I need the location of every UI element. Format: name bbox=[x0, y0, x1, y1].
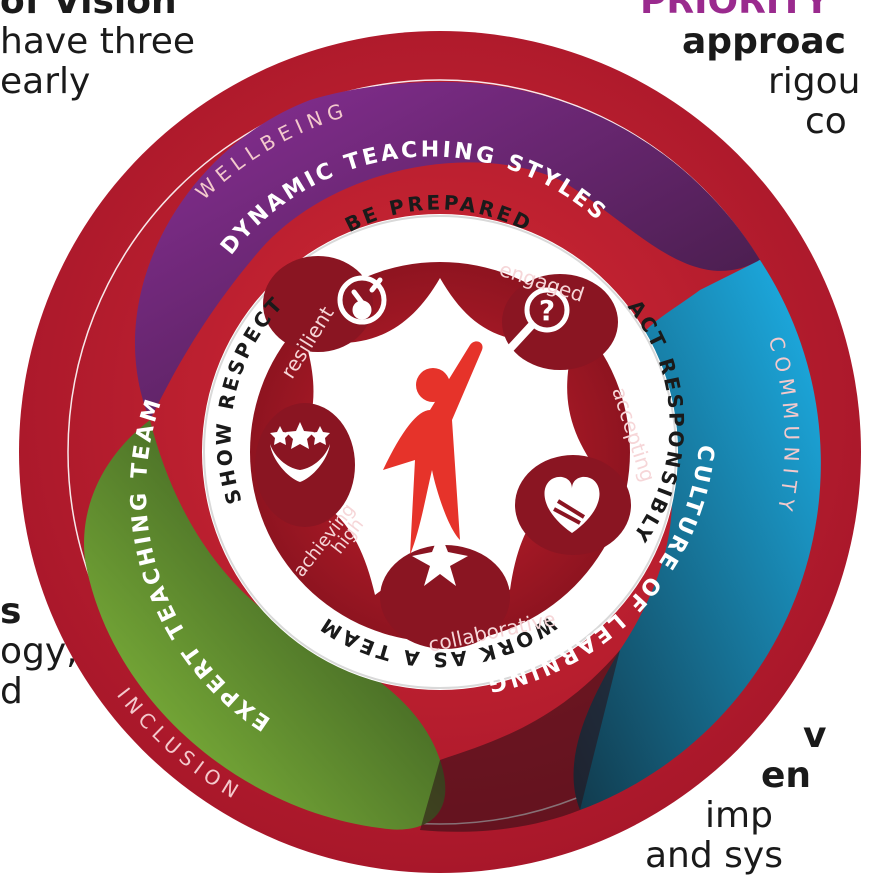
band-shadow bbox=[420, 650, 620, 832]
bg-line: en bbox=[761, 755, 812, 796]
bg-text-top-left: of Vision have three early bbox=[0, 0, 195, 102]
bg-line: co bbox=[805, 101, 847, 142]
svg-text:?: ? bbox=[539, 294, 555, 327]
swirl-bands bbox=[84, 81, 821, 832]
band-purple bbox=[134, 81, 761, 421]
bg-line: approac bbox=[682, 21, 846, 62]
bg-line: d bbox=[0, 671, 23, 712]
bg-line: PRIORITY bbox=[640, 0, 830, 22]
bg-line: s bbox=[0, 591, 22, 632]
heart-handshake-icon bbox=[544, 476, 600, 533]
bg-line: imp bbox=[705, 795, 773, 836]
bg-line: early bbox=[0, 61, 91, 102]
bg-line: v bbox=[803, 715, 827, 756]
hands-stars-icon bbox=[270, 422, 330, 482]
bg-line: and sys bbox=[645, 835, 783, 876]
hands-circle-icon bbox=[412, 532, 468, 586]
magnifier-question-icon: ? bbox=[503, 287, 570, 356]
bg-text-bottom-right: v en imp and sys bbox=[645, 715, 879, 876]
bg-line: have three bbox=[0, 21, 196, 62]
bg-line: rigou bbox=[768, 61, 861, 102]
ok-hand-icon bbox=[337, 275, 387, 325]
band-green bbox=[84, 420, 446, 830]
band-blue bbox=[573, 260, 821, 810]
bg-text-bottom-left: s ogy, d bbox=[0, 592, 78, 712]
bg-text-top-right: PRIORITY approac rigou co bbox=[640, 0, 879, 142]
bg-line: of Vision bbox=[0, 0, 177, 22]
person-star-logo bbox=[383, 341, 483, 555]
